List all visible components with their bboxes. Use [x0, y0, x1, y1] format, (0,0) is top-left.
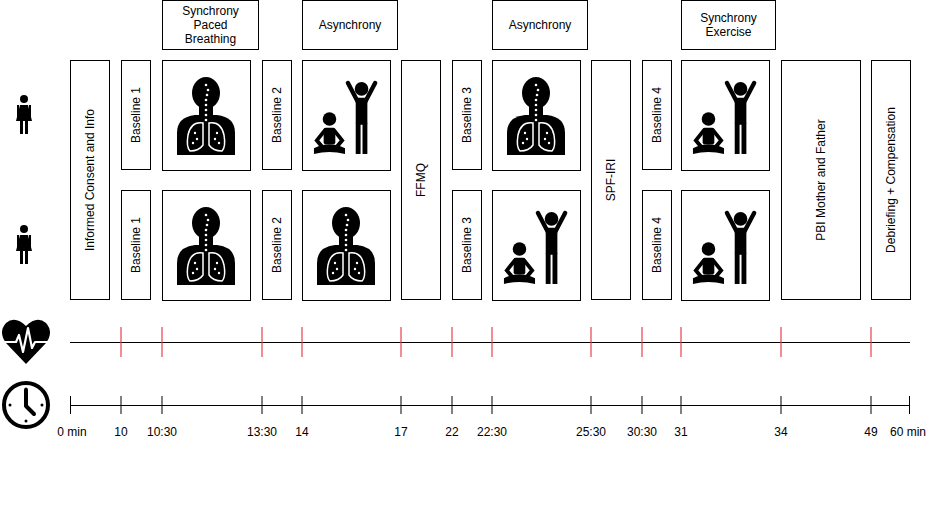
step-label: Informed Consent and Info	[83, 109, 97, 251]
time-label: 34	[774, 425, 787, 439]
step-box: Baseline 3	[452, 190, 482, 300]
step-box: Debriefing + Compensation	[871, 60, 911, 300]
step-box: Baseline 1	[121, 190, 151, 300]
step-box: Baseline 3	[452, 60, 482, 170]
time-label: 22:30	[477, 425, 507, 439]
phase-header-box: Asynchrony	[302, 0, 398, 50]
step-box: PBI Mother and Father	[781, 60, 861, 300]
step-box: Baseline 2	[262, 60, 292, 170]
time-label: 60 min	[890, 425, 926, 439]
step-label: Baseline 4	[650, 217, 664, 273]
time-label: 22	[445, 425, 458, 439]
step-label: Baseline 4	[650, 87, 664, 143]
step-label: Baseline 3	[460, 87, 474, 143]
time-label: 14	[295, 425, 308, 439]
step-label: Baseline 1	[129, 87, 143, 143]
step-box: Informed Consent and Info	[70, 60, 110, 300]
step-box: Baseline 4	[642, 60, 672, 170]
step-label: Baseline 1	[129, 217, 143, 273]
time-label: 30:30	[627, 425, 657, 439]
step-box: Baseline 4	[642, 190, 672, 300]
time-label: 25:30	[576, 425, 606, 439]
time-label: 49	[864, 425, 877, 439]
phase-label: Synchrony Exercise	[690, 11, 767, 39]
step-label: Baseline 2	[270, 217, 284, 273]
step-label: SPF-IRI	[604, 159, 618, 202]
step-label: Baseline 2	[270, 87, 284, 143]
step-label: Baseline 3	[460, 217, 474, 273]
time-label: 31	[674, 425, 687, 439]
time-label: 10:30	[147, 425, 177, 439]
step-label: FFMQ	[414, 163, 428, 197]
step-label: Debriefing + Compensation	[884, 107, 898, 253]
phase-label: Asynchrony	[319, 18, 382, 32]
phase-header-box: Synchrony Paced Breathing	[162, 0, 259, 50]
step-box: SPF-IRI	[591, 60, 631, 300]
phase-label: Synchrony Paced Breathing	[171, 4, 250, 46]
step-box: Baseline 2	[262, 190, 292, 300]
time-label: 10	[114, 425, 127, 439]
time-label: 17	[394, 425, 407, 439]
time-label: 0 min	[57, 425, 86, 439]
step-box: FFMQ	[401, 60, 441, 300]
step-label: PBI Mother and Father	[814, 119, 828, 240]
time-label: 13:30	[247, 425, 277, 439]
phase-label: Asynchrony	[509, 18, 572, 32]
step-box: Baseline 1	[121, 60, 151, 170]
phase-header-box: Synchrony Exercise	[681, 0, 776, 50]
phase-header-box: Asynchrony	[492, 0, 588, 50]
